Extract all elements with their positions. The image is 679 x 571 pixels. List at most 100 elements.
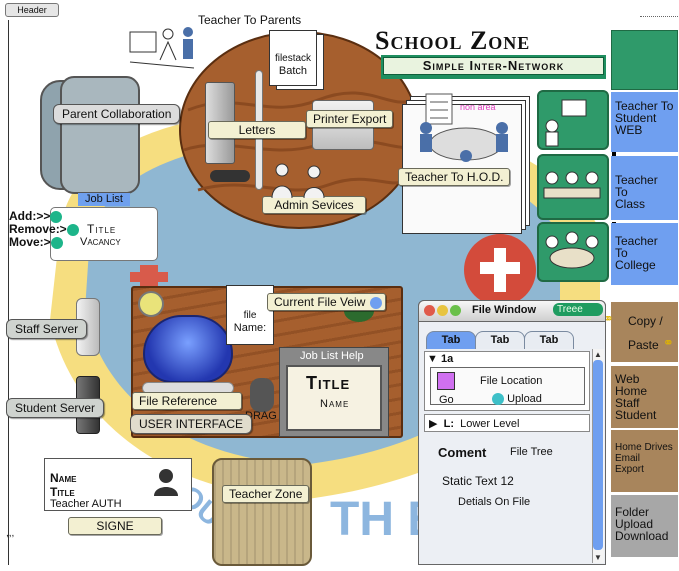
hod-meeting-icon: non area	[420, 93, 508, 162]
chain-link-icon: ⚭	[603, 311, 614, 326]
sidebar-folder-upload-line2: Upload	[615, 517, 654, 531]
move-dot-icon[interactable]	[50, 236, 63, 249]
sidebar-teacher-to-class[interactable]: Teacher To Class	[611, 156, 678, 220]
auth-title: Title	[50, 485, 75, 499]
scroll-down-arrow-icon[interactable]: ▼	[594, 553, 602, 562]
sidebar-web-home-line4: Student	[615, 408, 657, 422]
parent-chair-seat-icon	[60, 76, 140, 194]
add-action[interactable]: Add:>>	[9, 209, 63, 223]
job-vacancy-text: Vacancy	[80, 236, 121, 248]
current-file-view-label[interactable]: Current File Veiw	[267, 293, 387, 311]
tree-badge[interactable]: Treee	[553, 303, 603, 316]
sidebar-teacher-class-line1: Teacher	[615, 173, 658, 187]
paste-label[interactable]: Paste	[628, 338, 659, 352]
sidebar-web-home-line1: Web	[615, 372, 640, 386]
file-tree-label[interactable]: File Tree	[510, 446, 553, 458]
minimize-window-icon[interactable]	[437, 305, 448, 316]
parent-collaboration-button[interactable]: Parent Collaboration	[53, 104, 181, 124]
user-interface-button[interactable]: USER INTERFACE	[130, 414, 253, 434]
admin-services-label[interactable]: Admin Sevices	[262, 196, 366, 214]
sidebar-web-home[interactable]: Web Home Staff Student	[611, 366, 678, 428]
sidebar-folder-upload[interactable]: Folder Upload Download	[611, 495, 678, 557]
lower-level-row[interactable]: ▶ L: Lower Level	[424, 414, 590, 432]
file-card[interactable]: file Name:	[226, 285, 274, 345]
static-text-label: Static Text 12	[442, 474, 514, 488]
drag-icon[interactable]	[250, 378, 274, 412]
remove-label: Remove:>	[9, 222, 67, 236]
sidebar-black-dot-2	[612, 152, 616, 156]
sidebar-green-square[interactable]	[611, 30, 678, 90]
file-name-label: Name:	[233, 322, 267, 334]
left-frame-line	[8, 20, 9, 565]
sidebar-teacher-college-line1: Teacher	[615, 234, 658, 248]
lower-level-prefix: L:	[443, 418, 454, 430]
sidebar-teacher-to-student-web[interactable]: Teacher To Student WEB	[611, 92, 678, 152]
sidebar-home-drives[interactable]: Home Drives Email Export	[611, 430, 678, 492]
zoom-window-icon[interactable]	[450, 305, 461, 316]
collapse-triangle-icon: ▼	[427, 353, 438, 365]
upload-button[interactable]: Upload	[492, 393, 542, 406]
expand-triangle-icon: ▶	[429, 418, 438, 430]
tab-3[interactable]: Tab	[524, 331, 574, 349]
sidebar-teacher-web-line2: Student	[615, 111, 657, 125]
move-action[interactable]: Move:>	[9, 235, 63, 249]
admin-people-icon	[271, 163, 325, 199]
signe-button[interactable]: SIGNE	[68, 517, 162, 535]
scroll-up-arrow-icon[interactable]: ▲	[594, 350, 602, 359]
printer-export-label[interactable]: Printer Export	[306, 110, 394, 128]
chain-link-icon-2: ⚭	[663, 335, 674, 350]
section-1a-header[interactable]: ▼ 1a	[427, 353, 453, 365]
current-file-view-text: Current File Veiw	[274, 295, 366, 309]
teacher-class-green-panel[interactable]	[537, 154, 609, 220]
go-button[interactable]: Go	[439, 394, 454, 406]
job-title-text: Title	[87, 222, 117, 236]
sidebar-teacher-college-line3: College	[615, 258, 656, 272]
bottom-left-dots: ,,,	[6, 528, 15, 539]
sidebar-home-drives-line3: Export	[615, 464, 644, 475]
sidebar-teacher-class-line2: To	[615, 185, 628, 199]
scrollbar-thumb[interactable]	[593, 360, 603, 550]
letters-label[interactable]: Letters	[208, 121, 306, 139]
drag-label: DRAG	[245, 410, 277, 422]
filestack-paper-front[interactable]: filestack Batch	[269, 30, 317, 86]
svg-text:non area: non area	[460, 102, 496, 112]
job-list-help-title: Job List Help	[300, 350, 364, 362]
sidebar-teacher-to-college[interactable]: Teacher To College	[611, 223, 678, 285]
file-location-label: File Location	[480, 375, 543, 387]
add-label: Add:>>	[9, 209, 51, 223]
auth-name: Name	[50, 471, 77, 485]
teacher-to-parents-label: Teacher To Parents	[198, 13, 302, 27]
teacher-zone-chair-icon	[212, 458, 312, 566]
job-help-card	[286, 365, 382, 431]
teacher-to-parents-icon	[129, 27, 195, 69]
remove-dot-icon[interactable]	[66, 223, 79, 236]
auth-card	[44, 458, 192, 511]
tab-2[interactable]: Tab	[475, 331, 525, 349]
auth-teacher: Teacher AUTH	[50, 498, 122, 510]
lower-level-label: Lower Level	[460, 418, 520, 430]
add-dot-icon[interactable]	[50, 210, 63, 223]
header-button[interactable]: Header	[5, 3, 59, 17]
sidebar-web-home-line3: Staff	[615, 396, 640, 410]
student-server-button[interactable]: Student Server	[6, 398, 105, 418]
teacher-zone-label[interactable]: Teacher Zone	[222, 485, 310, 503]
imac-monitor-icon	[143, 315, 233, 383]
job-help-card-name: Name	[320, 398, 350, 410]
filestack-label: filestack	[274, 53, 312, 64]
staff-server-button[interactable]: Staff Server	[6, 319, 88, 339]
copy-label[interactable]: Copy /	[628, 314, 663, 328]
tab-1[interactable]: Tab	[426, 331, 476, 349]
sidebar-teacher-college-line2: To	[615, 246, 628, 260]
sidebar-copy-paste[interactable]: ⚭ Copy / Paste ⚭	[603, 302, 678, 362]
move-label: Move:>	[9, 235, 51, 249]
section-1a-label: 1a	[440, 353, 454, 365]
file-reference-label[interactable]: File Reference	[132, 392, 242, 410]
close-window-icon[interactable]	[424, 305, 435, 316]
sidebar-teacher-class-line3: Class	[615, 197, 646, 211]
person-silhouette-icon	[154, 469, 178, 496]
teacher-to-hod-label[interactable]: Teacher To H.O.D.	[398, 168, 511, 186]
upload-label: Upload	[507, 393, 542, 405]
remove-action[interactable]: Remove:>	[9, 222, 79, 236]
sidebar-web-home-line2: Home	[615, 384, 648, 398]
brand-subtitle: Simple Inter-Network	[383, 57, 604, 75]
